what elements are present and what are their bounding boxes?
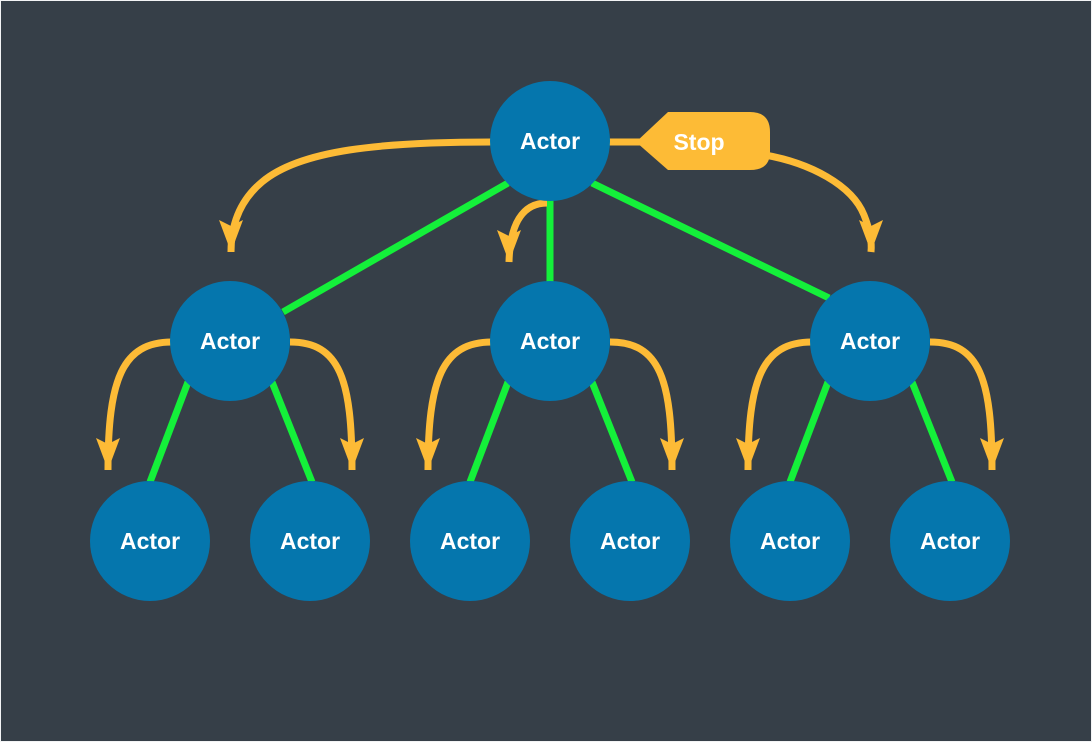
actor-label: Actor (760, 528, 820, 554)
link-child-3-grandchild-5 (786, 380, 832, 484)
signal-child-3-grandchild-6 (929, 338, 1004, 471)
supervision-links (146, 179, 956, 484)
actor-node-circle (810, 281, 930, 401)
link-root-child-3 (590, 179, 831, 302)
link-root-child-1 (281, 179, 510, 316)
actor-label: Actor (520, 128, 580, 154)
actor-label: Actor (920, 528, 980, 554)
actor-node-grandchild-6[interactable]: Actor (890, 481, 1010, 601)
actor-node-circle (890, 481, 1010, 601)
stop-badge-shape (636, 112, 770, 170)
signal-child-2-grandchild-4 (609, 338, 684, 471)
link-child-3-grandchild-6 (908, 380, 956, 484)
actor-node-circle (730, 481, 850, 601)
actor-node-circle (490, 281, 610, 401)
actor-label: Actor (280, 528, 340, 554)
actor-label: Actor (520, 328, 580, 354)
actor-node-child-3[interactable]: Actor (810, 281, 930, 401)
actor-label: Actor (840, 328, 900, 354)
actor-node-child-1[interactable]: Actor (170, 281, 290, 401)
stop-signal-arrows (96, 138, 1004, 471)
link-child-2-grandchild-3 (466, 380, 512, 484)
stop-badge: Stop (636, 112, 770, 170)
actor-node-grandchild-4[interactable]: Actor (570, 481, 690, 601)
actor-node-circle (410, 481, 530, 601)
actor-node-child-2[interactable]: Actor (490, 281, 610, 401)
link-child-1-grandchild-2 (268, 380, 316, 484)
actor-node-circle (250, 481, 370, 601)
actor-node-root[interactable]: Actor (490, 81, 610, 201)
actor-label: Actor (200, 328, 260, 354)
actor-label: Actor (600, 528, 660, 554)
actor-node-circle (490, 81, 610, 201)
actor-node-circle (570, 481, 690, 601)
actor-node-grandchild-3[interactable]: Actor (410, 481, 530, 601)
actor-node-grandchild-2[interactable]: Actor (250, 481, 370, 601)
actor-label: Actor (440, 528, 500, 554)
stop-label: Stop (673, 129, 724, 155)
signal-child-2-grandchild-3 (416, 338, 493, 471)
signal-child-3-grandchild-5 (736, 338, 813, 471)
signal-root-child-2 (497, 199, 548, 263)
signal-root-child-1 (219, 138, 493, 253)
actor-node-grandchild-5[interactable]: Actor (730, 481, 850, 601)
signal-child-1-grandchild-1 (96, 338, 173, 471)
actor-label: Actor (120, 528, 180, 554)
signal-root-child-3 (764, 151, 883, 253)
actor-nodes: Actor Actor Actor Actor Actor Actor Acto… (90, 81, 1010, 601)
link-child-1-grandchild-1 (146, 380, 192, 484)
link-child-2-grandchild-4 (588, 380, 636, 484)
signal-child-1-grandchild-2 (289, 338, 364, 471)
actor-node-grandchild-1[interactable]: Actor (90, 481, 210, 601)
actor-node-circle (170, 281, 290, 401)
actor-node-circle (90, 481, 210, 601)
